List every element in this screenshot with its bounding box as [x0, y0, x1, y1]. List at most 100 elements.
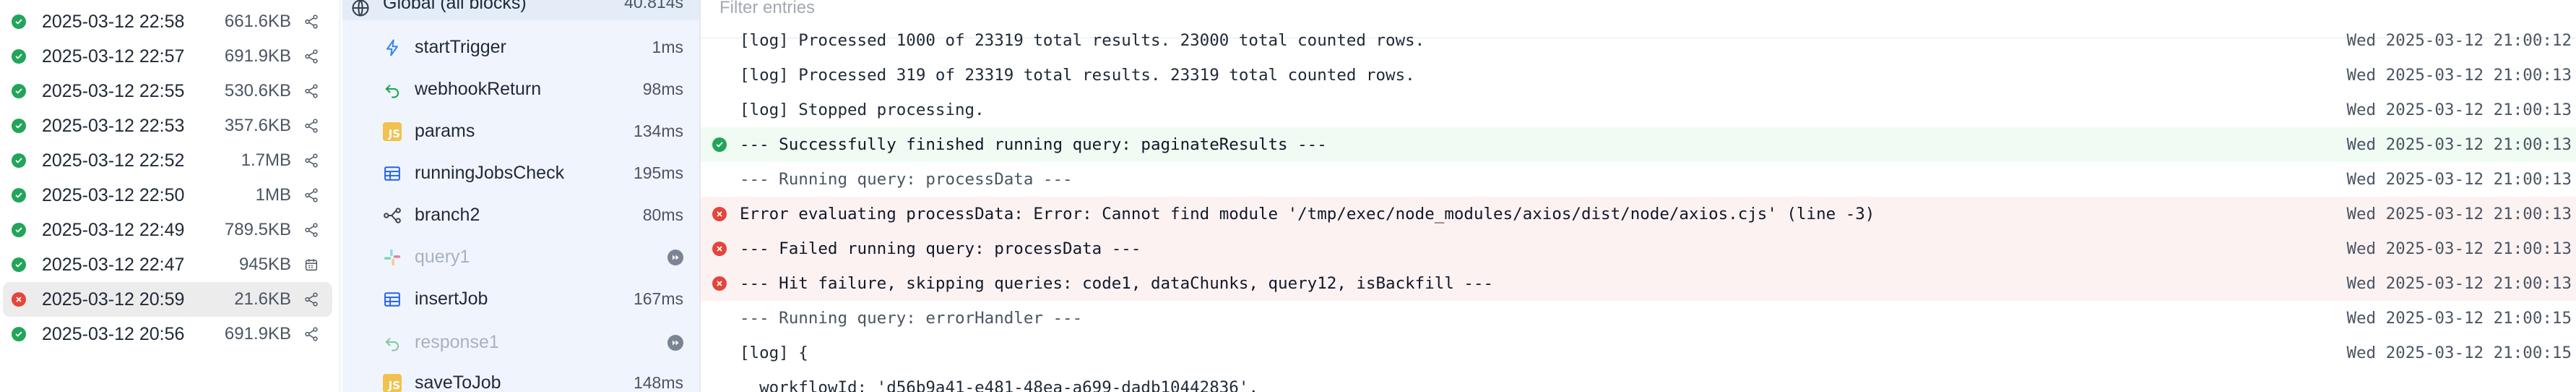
run-size: 1MB	[255, 185, 291, 205]
log-message: --- Running query: errorHandler ---	[740, 309, 1083, 328]
run-row[interactable]: 2025-03-12 22:49 789.5KB	[3, 213, 332, 247]
log-timestamp: Wed 2025-03-12 21:00:13	[2346, 66, 2572, 85]
block-name: webhookReturn	[415, 79, 542, 99]
log-timestamp: Wed 2025-03-12 21:00:13	[2346, 135, 2572, 154]
run-date: 2025-03-12 20:56	[42, 323, 185, 344]
filter-entries-input[interactable]	[718, 0, 1154, 22]
run-date: 2025-03-12 22:55	[42, 80, 185, 101]
run-size: 789.5KB	[224, 220, 291, 239]
block-duration: 1ms	[652, 38, 683, 56]
block-row-global[interactable]: Global (all blocks) 40.814s	[342, 0, 699, 20]
log-message: --- Successfully finished running query:…	[740, 135, 1327, 154]
success-status-icon	[12, 223, 26, 237]
block-name: response1	[415, 332, 499, 352]
share-icon[interactable]	[303, 291, 320, 308]
log-timestamp: Wed 2025-03-12 21:00:13	[2346, 274, 2572, 293]
run-size: 530.6KB	[224, 81, 291, 101]
log-entry: --- Successfully finished running query:…	[701, 127, 2576, 162]
block-row-params[interactable]: JS params 134ms	[342, 110, 699, 153]
slack-icon	[381, 247, 403, 268]
run-date: 2025-03-12 22:49	[42, 219, 185, 240]
share-icon[interactable]	[303, 48, 320, 65]
run-size: 691.9KB	[224, 324, 291, 344]
success-status-icon	[12, 153, 26, 168]
lightning-icon	[381, 37, 403, 59]
block-row-response1[interactable]: response1	[342, 321, 699, 365]
success-status-icon	[12, 49, 26, 64]
run-row[interactable]: 2025-03-12 22:55 530.6KB	[3, 74, 332, 108]
skipped-icon	[667, 335, 683, 351]
log-timestamp: Wed 2025-03-12 21:00:15	[2346, 344, 2572, 362]
success-status-icon	[12, 84, 26, 98]
block-name: runningJobsCheck	[415, 163, 565, 183]
share-icon[interactable]	[303, 152, 320, 169]
block-name: startTrigger	[415, 37, 506, 57]
javascript-icon: JS	[381, 372, 403, 392]
log-entry: --- Hit failure, skipping queries: code1…	[701, 266, 2576, 301]
log-message: --- Hit failure, skipping queries: code1…	[740, 274, 1494, 293]
block-duration: 134ms	[633, 122, 683, 140]
table-icon	[381, 289, 403, 310]
success-status-icon	[12, 119, 26, 133]
logs-panel: [log] Processed 1000 of 23319 total resu…	[701, 0, 2576, 392]
run-date: 2025-03-12 22:50	[42, 184, 185, 205]
log-timestamp: Wed 2025-03-12 21:00:15	[2346, 309, 2572, 328]
success-status-icon	[712, 137, 727, 152]
block-name: query1	[415, 247, 470, 267]
share-icon[interactable]	[303, 13, 320, 30]
log-message: [log] {	[740, 344, 808, 362]
log-timestamp: Wed 2025-03-12 21:00:12	[2346, 31, 2572, 50]
run-size: 21.6KB	[234, 289, 291, 309]
log-message: [log] Processed 1000 of 23319 total resu…	[740, 31, 1425, 50]
block-row-query1[interactable]: query1	[342, 236, 699, 279]
log-timestamp: Wed 2025-03-12 21:00:13	[2346, 170, 2572, 189]
skipped-icon	[667, 250, 683, 265]
share-icon[interactable]	[303, 82, 320, 100]
run-size: 357.6KB	[224, 116, 291, 135]
return-arrow-icon	[381, 79, 403, 101]
filter-bar	[701, 0, 2576, 22]
share-icon[interactable]	[303, 187, 320, 204]
log-entry: [log] Stopped processing.Wed 2025-03-12 …	[701, 93, 2576, 127]
error-status-icon	[712, 276, 727, 291]
share-icon[interactable]	[303, 221, 320, 239]
log-timestamp: Wed 2025-03-12 21:00:13	[2346, 239, 2572, 258]
log-message: [log] Processed 319 of 23319 total resul…	[740, 66, 1415, 85]
share-icon[interactable]	[303, 325, 320, 343]
calendar-icon[interactable]	[303, 256, 320, 273]
blocks-panel: Global (all blocks) 40.814s startTrigger…	[342, 0, 699, 392]
globe-icon	[350, 0, 371, 19]
block-duration: 167ms	[633, 289, 683, 308]
run-size: 945KB	[238, 255, 291, 274]
log-entry: [log] { Wed 2025-03-12 21:00:15	[701, 336, 2576, 370]
share-icon[interactable]	[303, 117, 320, 135]
return-arrow-icon	[381, 332, 403, 354]
block-name: insertJob	[415, 289, 488, 309]
run-row[interactable]: 2025-03-12 22:50 1MB	[3, 178, 332, 213]
block-row-runningJobsCheck[interactable]: runningJobsCheck 195ms	[342, 152, 699, 195]
run-row[interactable]: 2025-03-12 20:56 691.9KB	[3, 317, 332, 351]
error-status-icon	[712, 207, 727, 221]
block-row-insertJob[interactable]: insertJob 167ms	[342, 278, 699, 321]
log-entry: Error evaluating processData: Error: Can…	[701, 197, 2576, 231]
block-global-label: Global (all blocks)	[383, 0, 527, 13]
block-row-startTrigger[interactable]: startTrigger 1ms	[342, 26, 699, 69]
run-size: 691.9KB	[224, 46, 291, 66]
log-entry: workflowId: 'd56b9a41-e481-48ea-a699-dad…	[701, 370, 2576, 392]
run-date: 2025-03-12 22:47	[42, 254, 185, 275]
log-timestamp: Wed 2025-03-12 21:00:13	[2346, 205, 2572, 223]
javascript-icon: JS	[381, 121, 403, 142]
log-message: workflowId: 'd56b9a41-e481-48ea-a699-dad…	[740, 378, 1258, 392]
block-name: params	[415, 121, 475, 141]
panel-divider[interactable]	[699, 0, 701, 392]
run-row[interactable]: 2025-03-12 22:47 945KB	[3, 247, 332, 282]
block-duration: 195ms	[633, 163, 683, 182]
